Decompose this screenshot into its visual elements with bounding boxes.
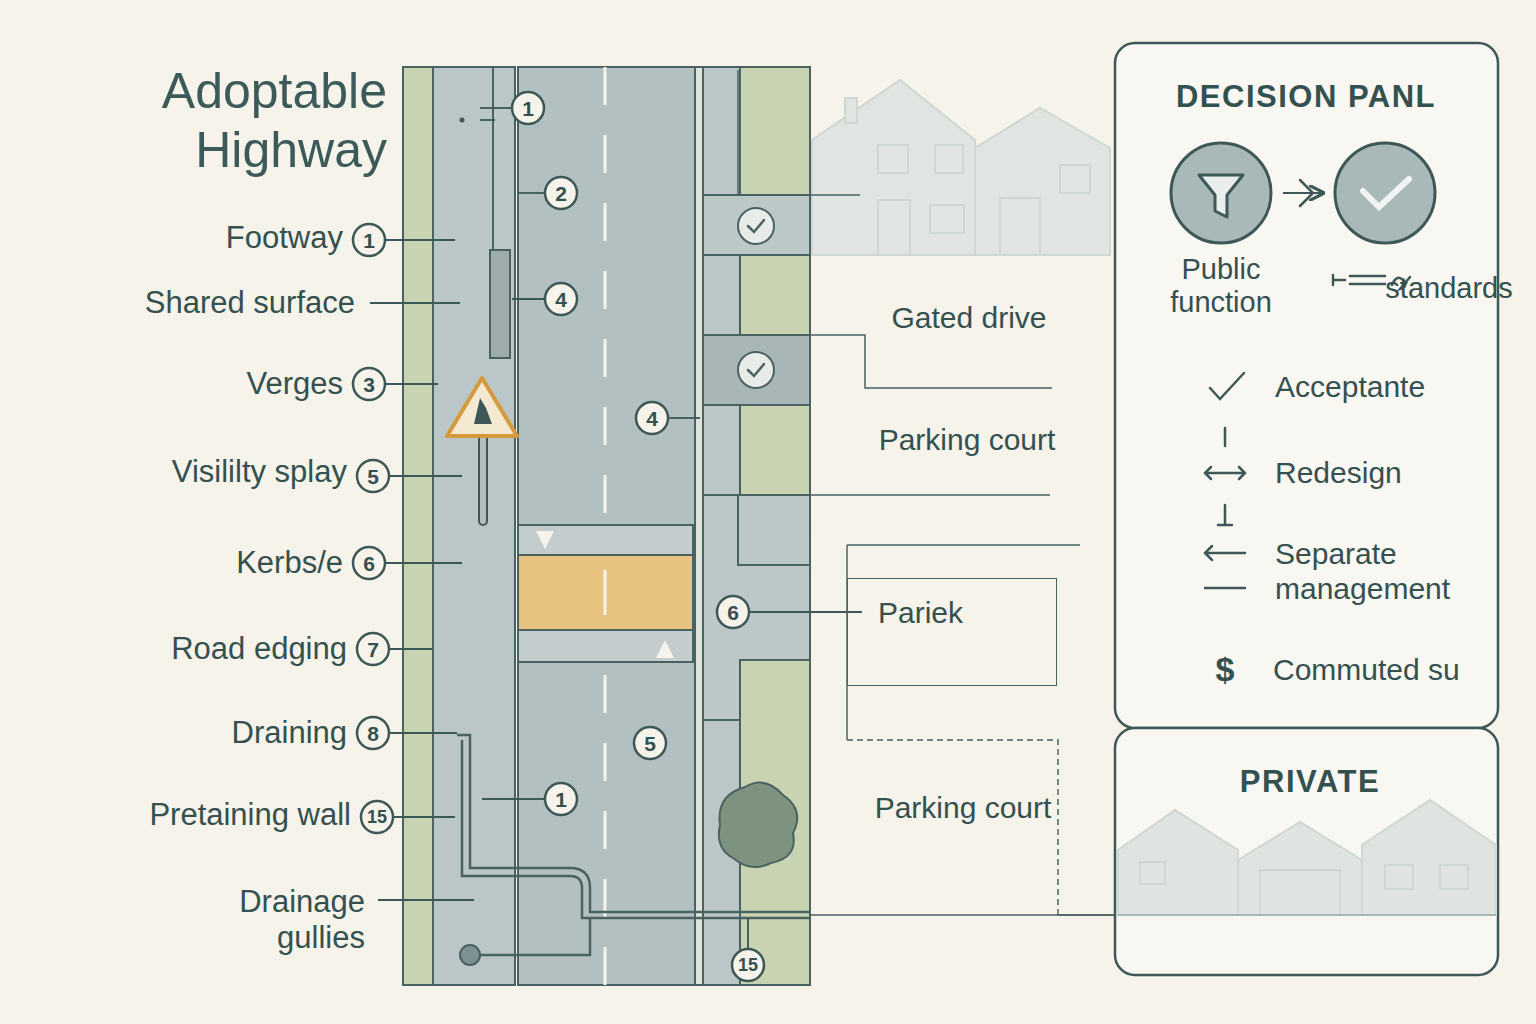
panel-heading: PRIVATE (1234, 764, 1386, 800)
callout-number: 4 (555, 289, 567, 310)
node-text: Acceptante (1275, 370, 1425, 405)
decision-panel: DECISION PANL AcceptanteRedesignSeparate … (1115, 43, 1503, 728)
callout-number: 4 (646, 408, 658, 429)
part-label: Shared surface (142, 285, 358, 321)
part-label: $ (1216, 650, 1235, 689)
circle-outline (1169, 141, 1273, 245)
callout-number: 6 (363, 553, 375, 574)
part-label: Footway (226, 220, 343, 256)
callout-number: 1 (555, 789, 567, 810)
private-panel: PRIVATE (1115, 728, 1498, 975)
callout-number: 2 (555, 183, 567, 204)
diagram-title: Adoptable Highway (83, 62, 387, 180)
circle-outline (1333, 141, 1437, 245)
part-label: Draining (232, 715, 347, 751)
node-text: Public function (1146, 253, 1296, 320)
panel-heading: DECISION PANL (1176, 79, 1436, 115)
callout-number: 1 (363, 230, 375, 251)
flow-connector (1283, 192, 1323, 194)
criterion-circle: standards (1333, 141, 1437, 245)
node-text: Commuted su (1273, 653, 1460, 688)
node-text: standards (1385, 272, 1512, 305)
part-label: Pretaining wall (149, 797, 351, 833)
node-text: Redesign (1275, 456, 1402, 491)
part-label: Gated drive (891, 301, 1046, 336)
callout-number: 5 (367, 466, 379, 487)
callout-number: 3 (363, 374, 375, 395)
callout-number: 15 (367, 808, 387, 826)
part-label: Kerbs/e (236, 545, 343, 581)
callout-number: 1 (522, 98, 534, 119)
part-label: Parking court (872, 791, 1055, 826)
callout-number: 7 (367, 639, 379, 660)
part-label: Parking court (879, 423, 1056, 458)
part-label: Verges (246, 366, 343, 402)
callout-number: 8 (367, 723, 379, 744)
part-label: Drainage gullies (192, 884, 368, 955)
plot-box: Pariek (847, 578, 1057, 686)
node-text: Separate management (1275, 537, 1495, 606)
callout-number: 15 (738, 956, 758, 974)
part-label: Visililty splay (172, 454, 347, 490)
callout-number: 5 (644, 733, 656, 754)
node-text: Pariek (878, 596, 963, 631)
criterion-circle: Public function (1169, 141, 1273, 245)
callout-number: 6 (727, 602, 739, 623)
part-label: Road edging (171, 631, 347, 667)
